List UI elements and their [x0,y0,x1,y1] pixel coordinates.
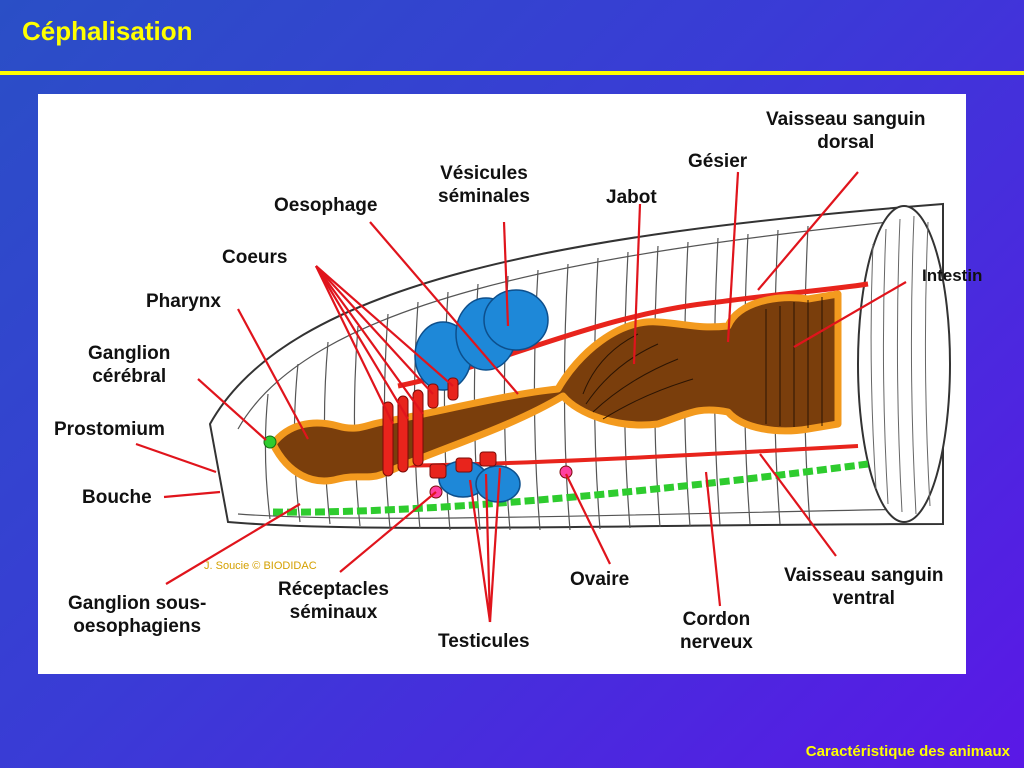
slide-footer: Caractéristique des animaux [805,743,1010,760]
label-intestine: Intestin [922,266,983,285]
label-seminal-vesicles: Vésicules séminales [438,163,530,207]
label-ovary: Ovaire [570,569,630,590]
label-suboesophageal-ganglion: Ganglion sous- oesophagiens [68,593,207,637]
cut-section [857,205,951,523]
pointer-lines [135,171,907,623]
label-cerebral-ganglion: Ganglion cérébral [88,343,171,387]
label-hearts: Coeurs [222,247,288,268]
earthworm-illustration [135,171,951,623]
label-oesophagus: Oesophage [274,195,378,216]
label-gizzard: Gésier [688,151,748,172]
ventral-vessel [367,444,859,468]
label-prostomium: Prostomium [54,419,165,440]
crop-striations [582,297,823,428]
nerve-cord [272,460,869,516]
seminal-vesicles [414,289,549,503]
label-nerve-cord: Cordon nerveux [680,609,753,653]
label-crop: Jabot [606,187,657,208]
label-dorsal-vessel: Vaisseau sanguin dorsal [766,109,926,153]
body-wall-inner [237,218,919,519]
label-ventral-vessel: Vaisseau sanguin ventral [784,565,944,609]
label-pharynx: Pharynx [146,291,221,312]
title-divider [0,71,1024,75]
label-seminal-receptacles: Réceptacles séminaux [278,579,389,623]
image-credit: J. Soucie © BIODIDAC [204,560,317,572]
slide-title: Céphalisation [22,16,193,46]
cerebral-ganglion [263,435,277,449]
earthworm-diagram: Vaisseau sanguin dorsal Gésier Jabot Vés… [38,94,982,674]
label-mouth: Bouche [82,487,152,508]
label-testicles: Testicules [438,631,530,652]
